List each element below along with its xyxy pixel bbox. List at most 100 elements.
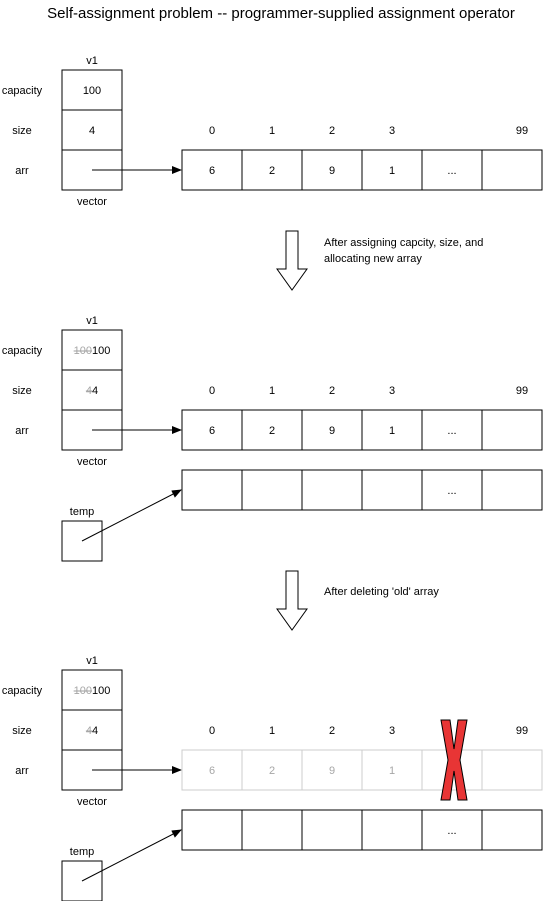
array-index-label: 0 [209, 725, 215, 737]
new-size: 4 [92, 385, 98, 397]
array-index-label: 2 [329, 385, 335, 397]
vector-type-label: vector [77, 456, 107, 468]
array-cell-value: ... [447, 425, 456, 437]
vector-capacity-cell [61, 69, 123, 111]
state-1: v1 capacity size arr 100 4 vector 0 1 2 … [2, 55, 543, 208]
capacity-label: capacity [2, 85, 43, 97]
array-index-label: 1 [269, 385, 275, 397]
deleted-array-cell-value: 9 [329, 765, 335, 777]
array-index-label: 2 [329, 125, 335, 137]
array-cell-value: 2 [269, 425, 275, 437]
array-cells: 6 2 9 1 ... [181, 409, 543, 451]
new-capacity: 100 [92, 685, 110, 697]
temp-array-cell [301, 809, 363, 851]
array-cells: 6 2 9 1 ... [181, 149, 543, 191]
new-size: 4 [92, 725, 98, 737]
old-size-struck: 4 [86, 385, 92, 397]
deleted-array-cell [481, 749, 543, 791]
old-capacity-struck: 100 [74, 685, 92, 697]
step-down-arrow [276, 230, 308, 291]
step-label: After deleting 'old' array [324, 586, 439, 598]
array-index-row: 0 1 2 3 99 [209, 725, 528, 737]
deleted-array-cells: 6 2 9 1 [181, 749, 543, 791]
capacity-value: 100 [83, 85, 101, 97]
old-size-struck: 4 [86, 725, 92, 737]
array-cell [481, 149, 543, 191]
array-cell-value: 9 [329, 165, 335, 177]
temp-label: temp [70, 846, 94, 858]
old-capacity-struck: 100 [74, 345, 92, 357]
temp-array-cell [421, 469, 483, 511]
array-cell [181, 409, 243, 451]
temp-pointer-arrow [81, 829, 182, 882]
array-cell-value: 2 [269, 165, 275, 177]
diagram-title: Self-assignment problem -- programmer-su… [47, 5, 515, 22]
vector-size-cell [61, 709, 123, 751]
deleted-array-cell [361, 749, 423, 791]
temp-array-cell [301, 469, 363, 511]
deleted-array-cell-value: 6 [209, 765, 215, 777]
temp-array-cells: ... [181, 809, 543, 851]
state-3: v1 capacity size arr 100100 44 vector 0 … [2, 655, 543, 901]
vector-size-cell [61, 109, 123, 151]
step-label-line-2: allocating new array [324, 253, 422, 265]
array-index-label: 0 [209, 385, 215, 397]
array-cell [301, 149, 363, 191]
array-index-label: 3 [389, 385, 395, 397]
step-label-line-1: After assigning capcity, size, and [324, 237, 483, 249]
size-label: size [12, 125, 32, 137]
array-index-label: 3 [389, 125, 395, 137]
array-index-row: 0 1 2 3 99 [209, 385, 528, 397]
deleted-array-cell [241, 749, 303, 791]
size-value: 4 [89, 125, 95, 137]
size-label: size [12, 385, 32, 397]
temp-array-cell [181, 809, 243, 851]
array-cell [361, 409, 423, 451]
temp-label: temp [70, 506, 94, 518]
temp-array-cell [481, 469, 543, 511]
capacity-label: capacity [2, 685, 43, 697]
array-index-label: 99 [516, 385, 528, 397]
step-down-arrow [276, 570, 308, 631]
capacity-value-overwritten: 100100 [74, 345, 111, 357]
vector-capacity-cell [61, 329, 123, 371]
array-index-label: 0 [209, 125, 215, 137]
vector-type-label: vector [77, 796, 107, 808]
deleted-array-cell-value: 1 [389, 765, 395, 777]
temp-array-cell [181, 469, 243, 511]
vector-name: v1 [86, 655, 98, 667]
array-cell-value: 1 [389, 165, 395, 177]
array-cell [481, 409, 543, 451]
array-cell [421, 409, 483, 451]
size-value-overwritten: 44 [86, 385, 98, 397]
array-cell-value: 1 [389, 425, 395, 437]
deleted-array-cell [301, 749, 363, 791]
deleted-array-cell-value: 2 [269, 765, 275, 777]
deleted-x-icon [440, 719, 468, 801]
temp-array-cells: ... [181, 469, 543, 511]
vector-capacity-cell [61, 669, 123, 711]
capacity-value-overwritten: 100100 [74, 685, 111, 697]
array-index-label: 99 [516, 725, 528, 737]
temp-pointer-arrow [81, 489, 182, 542]
array-index-label: 2 [329, 725, 335, 737]
arr-label: arr [15, 165, 29, 177]
new-capacity: 100 [92, 345, 110, 357]
array-index-label: 1 [269, 125, 275, 137]
array-cell [301, 409, 363, 451]
array-index-label: 1 [269, 725, 275, 737]
vector-size-cell [61, 369, 123, 411]
array-index-row: 0 1 2 3 99 [209, 125, 528, 137]
arr-label: arr [15, 765, 29, 777]
temp-array-cell [241, 469, 303, 511]
array-cell-value: 9 [329, 425, 335, 437]
vector-name: v1 [86, 55, 98, 67]
temp-array-cell [481, 809, 543, 851]
array-index-label: 99 [516, 125, 528, 137]
array-cell [241, 409, 303, 451]
arr-label: arr [15, 425, 29, 437]
vector-name: v1 [86, 315, 98, 327]
temp-array-cell [361, 469, 423, 511]
capacity-label: capacity [2, 345, 43, 357]
